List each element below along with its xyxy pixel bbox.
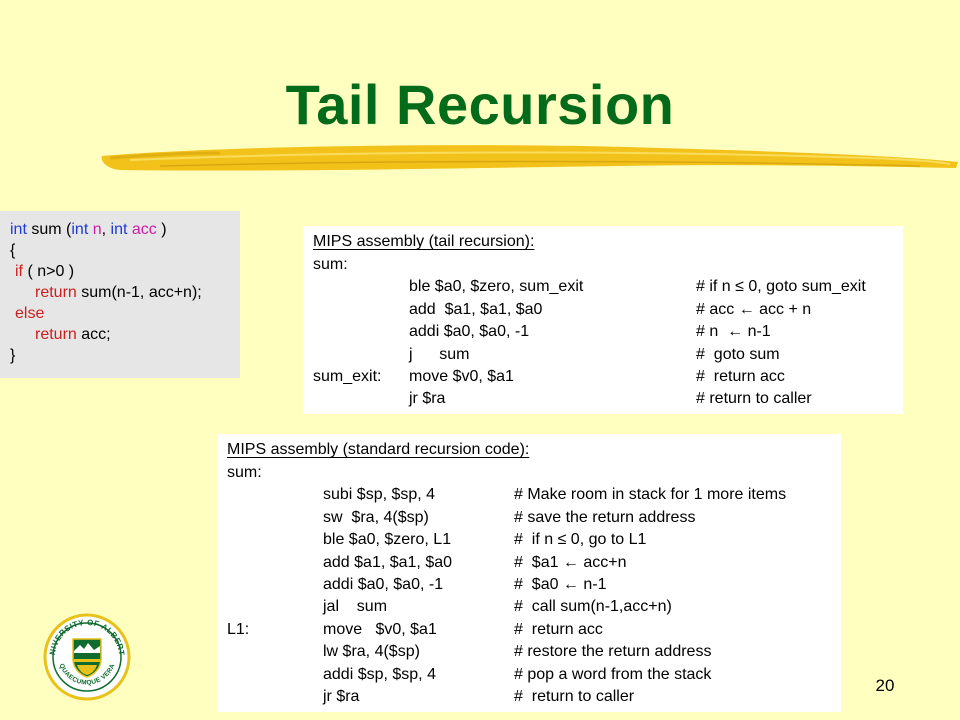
c-type: int: [110, 221, 128, 238]
asm-row: addi $sp, $sp, 4 # pop a word from the st…: [217, 666, 841, 688]
c-code-line: return acc;: [10, 324, 240, 345]
asm-row: j sum # goto sum: [303, 346, 903, 368]
asm-instruction: addi $a0, $a0, -1: [323, 576, 444, 593]
asm-row: lw $ra, 4($sp) # restore the return addre…: [217, 643, 841, 665]
asm-row: subi $sp, $sp, 4 # Make room in stack for…: [217, 486, 841, 508]
standard-recursion-asm-panel: MIPS assembly (standard recursion code):…: [217, 434, 841, 712]
asm-comment: # Make room in stack for 1 more items: [514, 486, 787, 504]
c-token: }: [10, 347, 16, 364]
asm-row: addi $a0, $a0, -1 # n ← n-1: [303, 323, 903, 345]
asm-row: add $a1, $a1, $a0 # acc ← acc + n: [303, 301, 903, 323]
asm-comment: # pop a word from the stack: [514, 665, 712, 683]
asm-instruction: jr $ra: [409, 390, 446, 408]
asm-comment: # return acc: [696, 368, 785, 385]
tail-asm-heading: MIPS assembly (tail recursion):: [313, 233, 535, 250]
c-code-line: {: [10, 240, 240, 261]
university-crest-icon: UNIVERSITY OF ALBERTA QUAECUMQUE VERA: [43, 613, 131, 701]
asm-row: ble $a0, $zero, L1 # if n ≤ 0, go to L1: [217, 531, 841, 553]
asm-instruction: addi $sp, $sp, 4: [323, 665, 436, 683]
asm-instruction: add $a1, $a1, $a0: [409, 300, 543, 318]
asm-instruction: j sum: [409, 345, 470, 363]
asm-instruction: addi $a0, $a0, -1: [409, 323, 530, 341]
c-token: ): [156, 221, 167, 238]
asm-comment: # goto sum: [696, 345, 780, 363]
tail-recursion-asm-panel: MIPS assembly (tail recursion): sum: ble …: [303, 226, 903, 414]
asm-row: sw $ra, 4($sp) # save the return address: [217, 509, 841, 531]
asm-comment: # $a0 ← n-1: [514, 576, 607, 593]
c-token: acc;: [76, 326, 111, 343]
c-keyword: if: [15, 263, 23, 280]
asm-comment: # return to caller: [696, 390, 812, 408]
asm-comment: # restore the return address: [514, 643, 712, 661]
asm-comment: # return acc: [514, 620, 603, 638]
c-code-line: int sum (int n, int acc ): [10, 219, 240, 240]
c-token: sum (: [26, 221, 72, 238]
c-code-line: return sum(n-1, acc+n);: [10, 282, 240, 303]
c-token: sum(n-1, acc+n);: [76, 284, 202, 301]
c-code-line: else: [10, 303, 240, 324]
asm-row: sum_exit: move $v0, $a1 # return acc: [303, 368, 903, 390]
asm-label: sum:: [227, 464, 262, 481]
page-number: 20: [875, 676, 895, 695]
slide-title: Tail Recursion: [285, 73, 675, 136]
c-token: ,: [101, 221, 111, 238]
asm-row: ble $a0, $zero, sum_exit # if n ≤ 0, goto…: [303, 278, 903, 300]
asm-instruction: ble $a0, $zero, sum_exit: [409, 278, 584, 296]
c-token: ( n>0 ): [23, 263, 75, 280]
c-keyword: return: [35, 326, 77, 343]
asm-instruction: add $a1, $a1, $a0: [323, 553, 453, 571]
asm-label: sum_exit:: [313, 368, 382, 385]
c-param: n: [92, 221, 102, 238]
std-asm-heading: MIPS assembly (standard recursion code):: [227, 441, 530, 458]
asm-comment: # n ← n-1: [696, 323, 771, 341]
asm-comment: # return to caller: [514, 688, 635, 705]
c-type: int: [71, 221, 89, 238]
c-token: {: [10, 242, 16, 259]
asm-instruction: move $v0, $a1: [409, 368, 514, 385]
asm-row: jal sum # call sum(n-1,acc+n): [217, 598, 841, 620]
asm-comment: # $a1 ← acc+n: [514, 553, 627, 571]
c-code-panel: int sum (int n, int acc ){if ( n>0 )retu…: [0, 211, 240, 378]
asm-row: add $a1, $a1, $a0 # $a1 ← acc+n: [217, 554, 841, 576]
asm-row: sum:: [217, 464, 841, 486]
asm-instruction: ble $a0, $zero, L1: [323, 531, 452, 549]
c-code-line: if ( n>0 ): [10, 261, 240, 282]
asm-comment: # if n ≤ 0, goto sum_exit: [696, 278, 866, 296]
c-keyword: else: [15, 305, 45, 322]
asm-row: addi $a0, $a0, -1 # $a0 ← n-1: [217, 576, 841, 598]
asm-row: jr $ra # return to caller: [217, 688, 841, 710]
asm-instruction: move $v0, $a1: [323, 620, 437, 638]
asm-instruction: lw $ra, 4($sp): [323, 643, 420, 661]
brush-underline: [101, 145, 958, 171]
asm-comment: # save the return address: [514, 508, 696, 526]
asm-comment: # acc ← acc + n: [696, 300, 812, 318]
c-keyword: return: [35, 284, 77, 301]
c-type: int: [10, 221, 27, 238]
asm-row: L1: move $v0, $a1 # return acc: [217, 621, 841, 643]
asm-instruction: sw $ra, 4($sp): [323, 508, 429, 526]
c-code-line: }: [10, 345, 240, 366]
asm-instruction: jr $ra: [323, 688, 360, 705]
c-param: acc: [131, 221, 157, 238]
asm-row: sum:: [303, 256, 903, 278]
asm-instruction: subi $sp, $sp, 4: [323, 486, 436, 504]
asm-comment: # call sum(n-1,acc+n): [514, 598, 672, 616]
asm-label: sum:: [313, 256, 348, 273]
asm-instruction: jal sum: [323, 598, 388, 616]
asm-label: L1:: [227, 620, 250, 638]
asm-row: jr $ra # return to caller: [303, 390, 903, 412]
asm-comment: # if n ≤ 0, go to L1: [514, 531, 647, 549]
